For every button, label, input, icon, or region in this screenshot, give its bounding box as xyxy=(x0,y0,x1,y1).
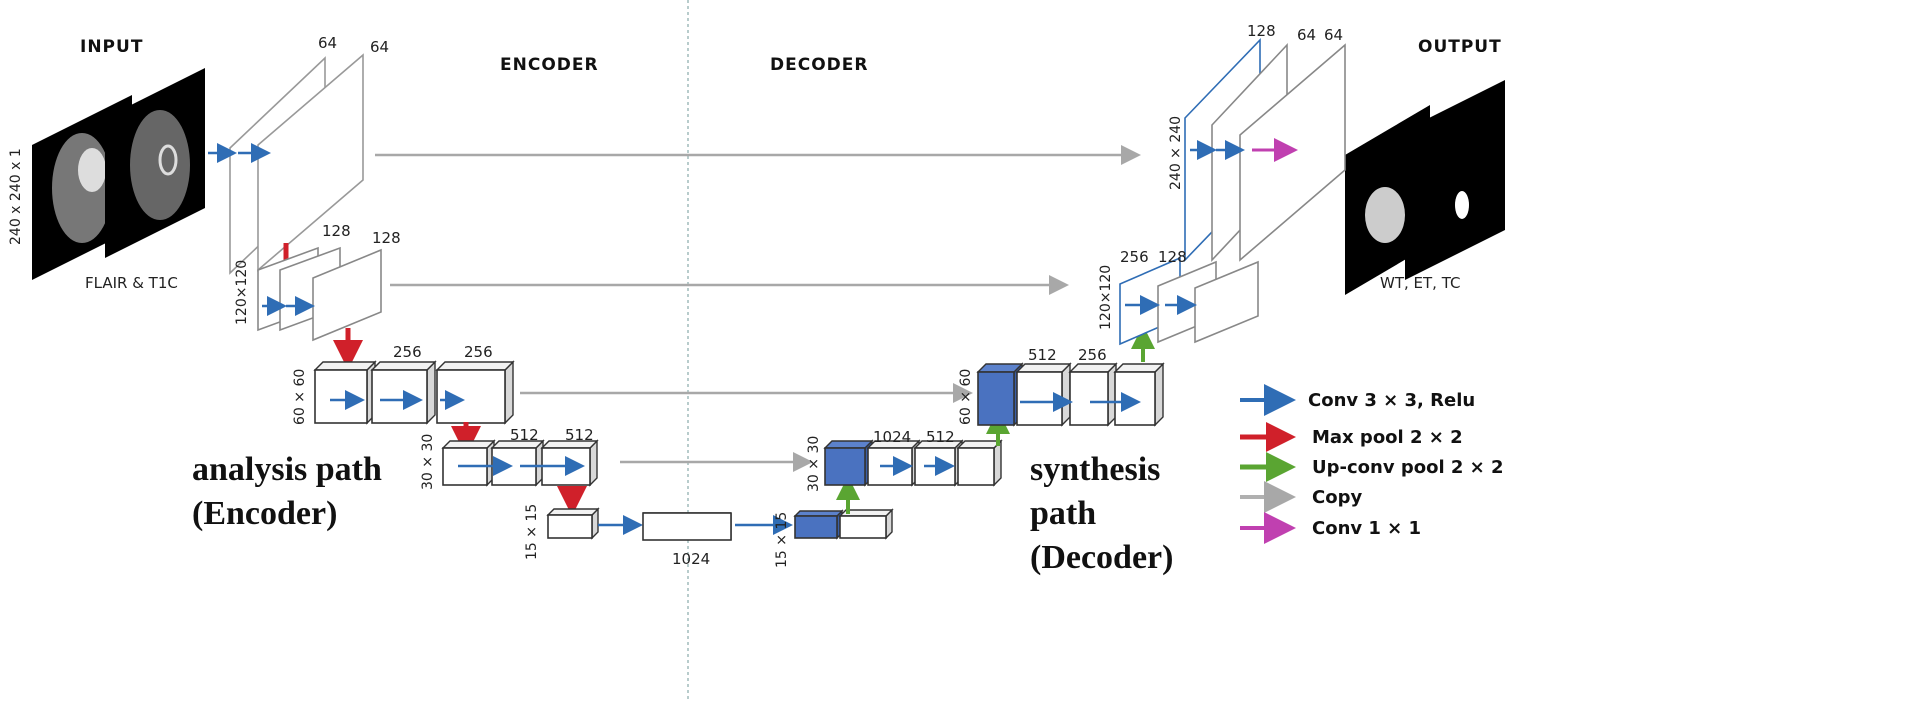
dec3-dims: 60 × 60 xyxy=(958,369,974,425)
enc2-channels-2: 128 xyxy=(372,229,401,247)
dec4-channels-2: 512 xyxy=(926,428,955,446)
dec5-block xyxy=(839,515,887,539)
dec3-block-3 xyxy=(1114,371,1156,426)
legend-item-upconv: Up-conv pool 2 × 2 xyxy=(1240,452,1504,482)
dec4-block-3 xyxy=(957,447,995,486)
dec2-channels-2: 128 xyxy=(1158,248,1187,266)
analysis-path-sublabel: (Encoder) xyxy=(192,495,337,532)
dec3-channels-1: 512 xyxy=(1028,346,1057,364)
dec1-channels-1: 128 xyxy=(1247,22,1276,40)
dec3-block-1-side xyxy=(1061,362,1071,427)
legend-item-conv1x1: Conv 1 × 1 xyxy=(1240,512,1421,544)
legend-item-maxpool: Max pool 2 × 2 xyxy=(1240,422,1463,452)
legend-item-copy: Copy xyxy=(1240,481,1362,513)
dec3-block-3-top xyxy=(1113,363,1165,373)
dec4-block-3-top xyxy=(956,440,1003,449)
legend-label-conv1x1: Conv 1 × 1 xyxy=(1312,518,1421,539)
input-scan-flair-region-0 xyxy=(52,133,112,243)
legend-label-conv3x3: Conv 3 × 3, Relu xyxy=(1308,390,1475,411)
dec4-dims: 30 × 30 xyxy=(806,436,822,492)
dec3-block-3-side xyxy=(1154,362,1164,427)
enc2-feature-map-3 xyxy=(312,248,382,342)
input-scan-t1c-region-1 xyxy=(158,144,178,176)
dec5-upsampled-block xyxy=(794,515,838,539)
enc5-dims: 15 × 15 xyxy=(524,504,540,560)
enc4-channels-2: 512 xyxy=(565,426,594,444)
dec4-concat-block xyxy=(824,447,866,486)
enc3-block-3-top xyxy=(435,361,515,371)
enc4-block-1-top xyxy=(441,440,496,449)
dec3-block-2 xyxy=(1069,371,1109,426)
output-mask-2 xyxy=(1405,80,1505,280)
encoder-header: ENCODER xyxy=(500,55,599,75)
dec3-channels-2: 256 xyxy=(1078,346,1107,364)
enc2-channels-1: 128 xyxy=(322,222,351,240)
legend: Conv 3 × 3, Relu Max pool 2 × 2 Up-conv … xyxy=(1240,384,1504,544)
dec3-block-1-top xyxy=(1015,363,1072,373)
enc4-channels-1: 512 xyxy=(510,426,539,444)
synthesis-path-label-2: path xyxy=(1030,495,1096,532)
output-mask-2-region-0 xyxy=(1455,191,1469,219)
enc3-block-2-side xyxy=(426,360,436,425)
output-header: OUTPUT xyxy=(1418,37,1502,57)
input-caption: FLAIR & T1C xyxy=(85,274,178,292)
dec3-block-2-top xyxy=(1068,363,1118,373)
enc3-block-2 xyxy=(371,369,428,424)
input-scan-flair-region-1 xyxy=(78,148,106,192)
legend-label-copy: Copy xyxy=(1312,487,1362,508)
dec2-feature-map-2 xyxy=(1194,260,1259,344)
dec4-concat-block-top xyxy=(823,440,874,449)
enc3-channels-2: 256 xyxy=(464,343,493,361)
legend-label-upconv: Up-conv pool 2 × 2 xyxy=(1312,457,1504,478)
enc1-channels-1: 64 xyxy=(318,34,337,52)
bottleneck-block xyxy=(642,512,732,541)
enc3-block-1 xyxy=(314,369,368,424)
synthesis-path-label-1: synthesis xyxy=(1030,451,1160,488)
dec1-channels-3: 64 xyxy=(1324,26,1343,44)
enc3-channels-1: 256 xyxy=(393,343,422,361)
dec3-concat-block-top xyxy=(976,363,1024,373)
enc5-block-top xyxy=(546,508,600,516)
enc3-block-1-top xyxy=(313,361,377,371)
enc1-feature-map-2 xyxy=(257,53,364,272)
dec3-block-1 xyxy=(1016,371,1063,426)
enc2-dims: 120×120 xyxy=(234,260,250,325)
output-mask-1-region-0 xyxy=(1365,187,1405,243)
dec3-concat-block xyxy=(977,371,1015,426)
enc3-dims: 60 × 60 xyxy=(292,369,308,425)
enc5-block xyxy=(547,514,593,539)
dec4-channels-1: 1024 xyxy=(873,428,911,446)
dec1-dims: 240 × 240 xyxy=(1168,116,1184,190)
analysis-path-label: analysis path xyxy=(192,451,382,488)
synthesis-path-label-3: (Decoder) xyxy=(1030,539,1173,576)
dec5-dims: 15 × 15 xyxy=(774,512,790,568)
enc3-block-3-side xyxy=(504,360,514,425)
input-header: INPUT xyxy=(80,37,143,57)
dec2-dims: 120×120 xyxy=(1098,265,1114,330)
enc4-dims: 30 × 30 xyxy=(420,434,436,490)
legend-label-maxpool: Max pool 2 × 2 xyxy=(1312,427,1463,448)
legend-item-conv3x3: Conv 3 × 3, Relu xyxy=(1240,384,1475,416)
enc1-channels-2: 64 xyxy=(370,38,389,56)
dec1-channels-2: 64 xyxy=(1297,26,1316,44)
output-caption: WT, ET, TC xyxy=(1380,274,1460,292)
input-dims-label: 240 x 240 x 1 xyxy=(8,148,24,245)
enc3-block-2-top xyxy=(370,361,437,371)
bottleneck-channels: 1024 xyxy=(672,550,710,568)
dec2-channels-1: 256 xyxy=(1120,248,1149,266)
enc3-block-3 xyxy=(436,369,506,424)
decoder-header: DECODER xyxy=(770,55,868,75)
